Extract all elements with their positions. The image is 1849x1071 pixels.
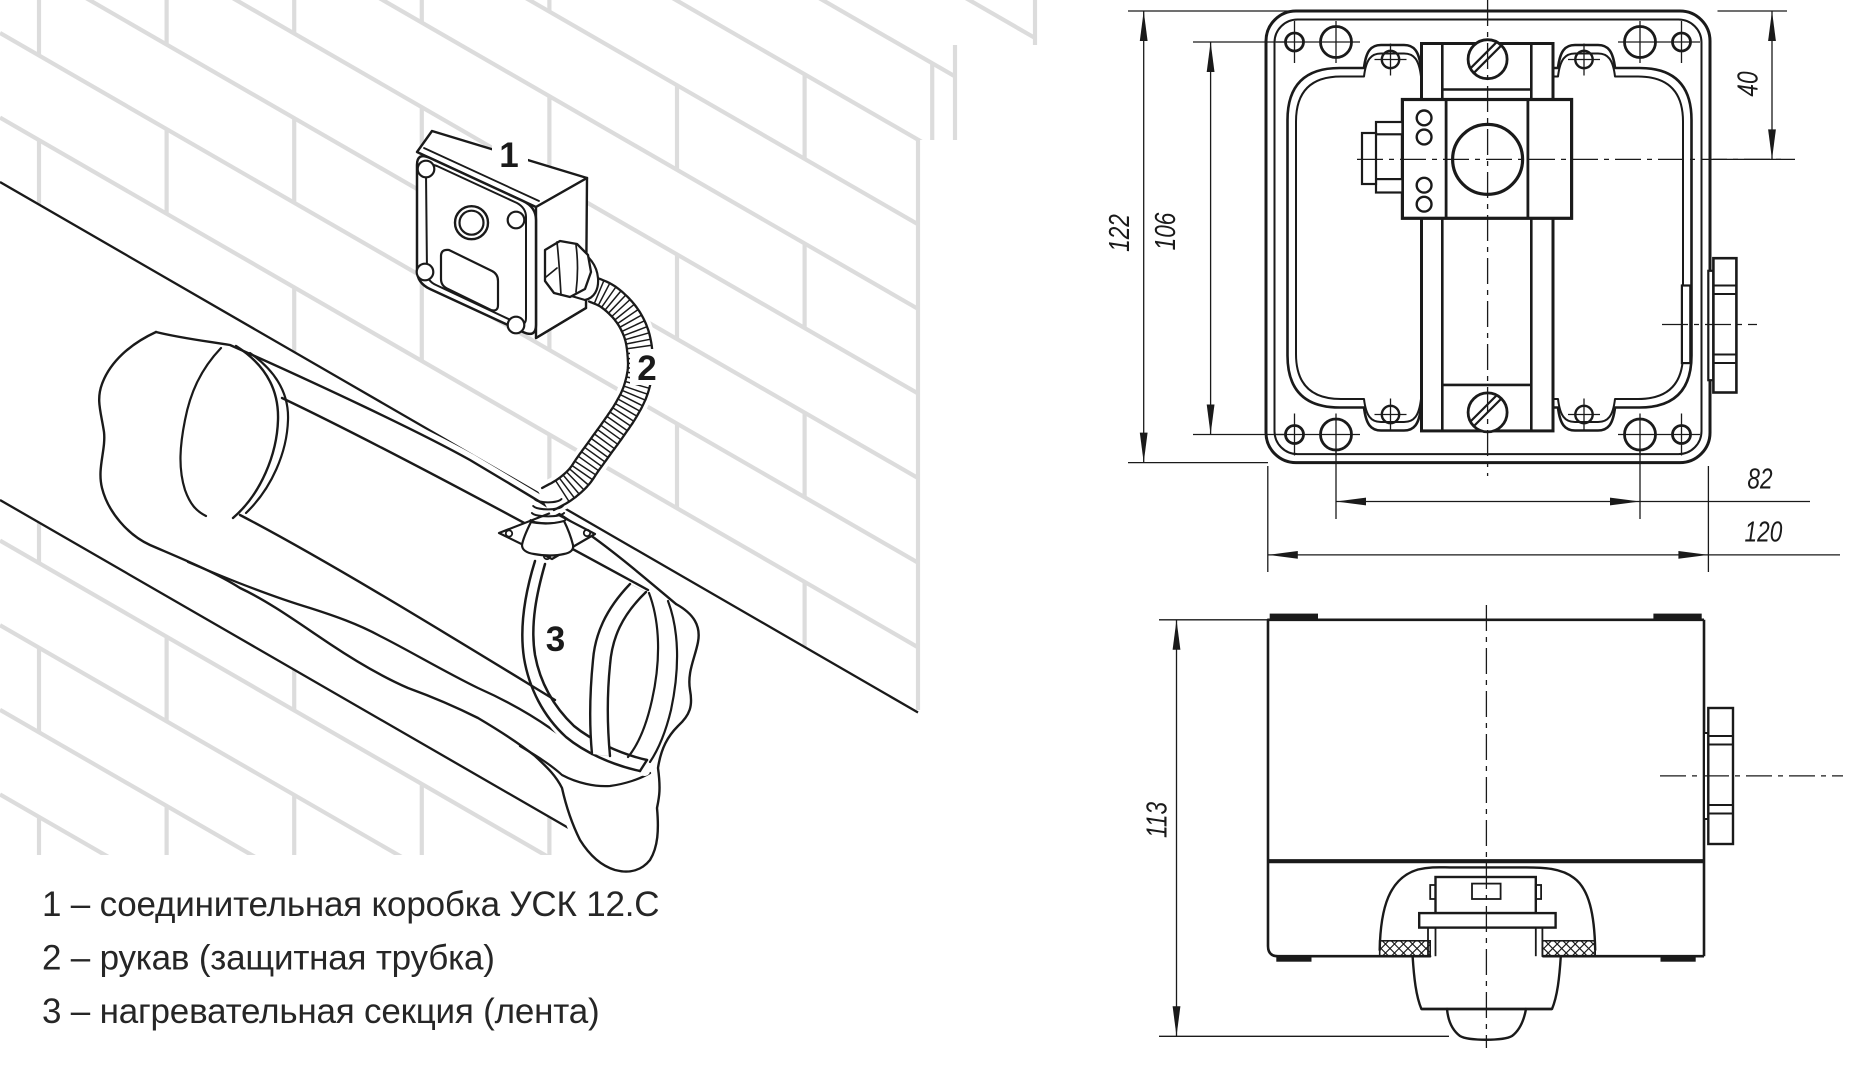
svg-text:106: 106 [1148,212,1181,250]
svg-text:120: 120 [1745,515,1783,548]
svg-text:113: 113 [1140,802,1173,839]
svg-text:1: 1 [499,136,518,175]
svg-text:1 – соединительная коробка УСК: 1 – соединительная коробка УСК 12.С [42,885,659,924]
svg-text:3: 3 [546,620,565,659]
svg-text:3 – нагревательная секция (лен: 3 – нагревательная секция (лента) [42,992,599,1031]
svg-text:122: 122 [1102,214,1135,252]
svg-text:82: 82 [1747,462,1773,495]
svg-text:2 – рукав (защитная трубка): 2 – рукав (защитная трубка) [42,939,495,978]
svg-text:40: 40 [1731,71,1764,97]
svg-text:2: 2 [637,349,656,388]
